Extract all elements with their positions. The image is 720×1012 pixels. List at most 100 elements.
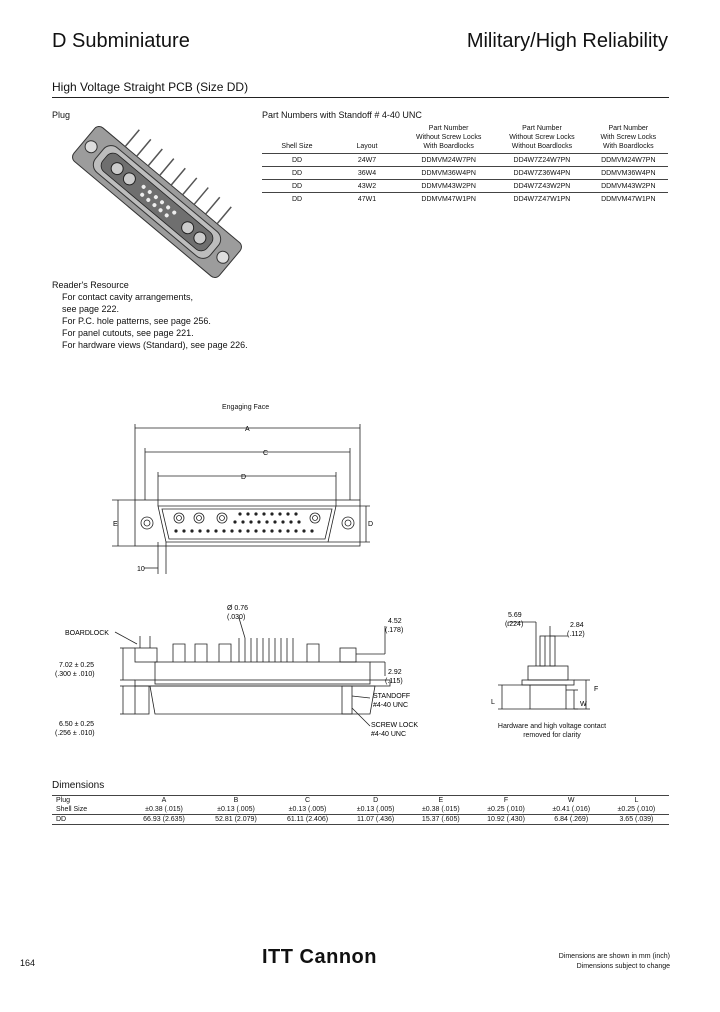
header-left-title: D Subminiature: [52, 30, 190, 52]
table-cell: 47W1: [332, 192, 402, 205]
dim-label-a: A: [245, 426, 250, 433]
label-569-in: (.224): [505, 621, 523, 628]
part-numbers-title: Part Numbers with Standoff # 4-40 UNC: [262, 110, 422, 120]
dim-header-l: L: [603, 795, 669, 805]
pn-header-line: Without Boardlocks: [511, 143, 573, 150]
table-cell: DDMVM43W2PN: [588, 179, 668, 193]
dim-header-w: W: [538, 795, 604, 805]
label-standoff: STANDOFF: [373, 693, 410, 700]
plug-label: Plug: [52, 110, 71, 120]
dim-header-e: E: [408, 795, 474, 805]
pn-header-line: With Screw Locks: [600, 134, 657, 141]
label-650: 6.50 ± 0.25: [59, 721, 94, 728]
label-650-in: (.256 ± .010): [55, 730, 95, 737]
table-cell: DD4W7Z43W2PN: [495, 179, 589, 193]
pn-header-col4: Part Number With Screw Locks With Boardl…: [589, 124, 668, 154]
dim-header-plug: Plug: [52, 795, 128, 805]
label-292: 2.92: [388, 669, 402, 676]
page-number: 164: [20, 958, 36, 968]
table-cell: DD4W7Z24W7PN: [495, 153, 589, 167]
end-view-drawing: 5.69 (.224) 2.84 (.112) F W L: [491, 612, 598, 710]
section-title: High Voltage Straight PCB (Size DD): [52, 80, 249, 94]
table-cell: 10.92 (.430): [473, 814, 539, 825]
engaging-face-drawing: A C D E D 10: [112, 424, 373, 574]
label-702: 7.02 ± 0.25: [59, 662, 94, 669]
table-cell: DD: [262, 153, 332, 167]
label-dia: Ø 0.76: [227, 605, 248, 612]
dim-label-ten: 10: [137, 566, 145, 573]
table-cell: 61.11 (2.406): [271, 814, 344, 825]
pn-header-layout: Layout: [356, 143, 378, 150]
plug-connector-image: [72, 126, 242, 278]
pn-header-line: With Boardlocks: [603, 143, 654, 150]
label-boardlock: BOARDLOCK: [65, 630, 109, 637]
label-dia-in: (.030): [227, 614, 245, 621]
label-452-in: (.178): [385, 627, 403, 634]
dim-subheader: ±0.13 (.005): [356, 806, 395, 813]
pn-header-col2: Part Number Without Screw Locks With Boa…: [402, 124, 495, 154]
table-cell: DDMVM43W2PN: [402, 179, 496, 193]
dim-subheader: ±0.38 (.015): [421, 806, 460, 813]
label-284: 2.84: [570, 622, 584, 629]
table-cell: DDMVM24W7PN: [402, 153, 496, 167]
footer-note-line: Dimensions subject to change: [576, 963, 670, 970]
hardware-note-line: Hardware and high voltage contact: [497, 723, 607, 730]
dim-header-a: A: [128, 795, 200, 805]
table-cell: DD: [52, 814, 128, 825]
table-cell: 15.37 (.605): [408, 814, 474, 825]
label-standoff-spec: #4-40 UNC: [373, 702, 408, 709]
dim-header-c: C: [271, 795, 344, 805]
pn-header-col3: Part Number Without Screw Locks Without …: [495, 124, 588, 154]
table-row: DD 47W1 DDMVM47W1PN DD4W7Z47W1PN DDMVM47…: [262, 192, 668, 205]
resource-item: see page 222.: [62, 304, 120, 314]
footer-note-line: Dimensions are shown in mm (inch): [558, 953, 670, 960]
pn-header-line: Part Number: [522, 125, 562, 132]
dim-header-f: F: [473, 795, 539, 805]
label-screwlock: SCREW LOCK: [371, 722, 418, 729]
pn-header-line: Without Screw Locks: [509, 134, 575, 141]
table-cell: 43W2: [332, 179, 402, 193]
table-cell: 6.84 (.269): [538, 814, 604, 825]
table-cell: DD4W7Z36W4PN: [495, 166, 589, 180]
resource-title: Reader's Resource: [52, 280, 129, 290]
label-452: 4.52: [388, 618, 402, 625]
table-cell: DD: [262, 166, 332, 180]
dim-label-l: L: [491, 699, 495, 706]
table-row: DD 36W4 DDMVM36W4PN DD4W7Z36W4PN DDMVM36…: [262, 166, 668, 180]
resource-item: For contact cavity arrangements,: [62, 292, 194, 302]
dim-label-d-top: D: [241, 474, 246, 481]
table-cell: 52.81 (2.079): [199, 814, 272, 825]
dim-subheader: ±0.38 (.015): [145, 806, 183, 813]
dim-label-e: E: [113, 521, 118, 528]
label-292-in: (.115): [385, 678, 403, 685]
table-row: DD 43W2 DDMVM43W2PN DD4W7Z43W2PN DDMVM43…: [262, 179, 668, 193]
table-cell: 36W4: [332, 166, 402, 180]
dim-header-d: D: [343, 795, 409, 805]
label-702-in: (.300 ± .010): [55, 671, 95, 678]
dimensions-title: Dimensions: [52, 780, 105, 791]
table-cell: DD: [262, 179, 332, 193]
dim-subheader: ±0.41 (.016): [552, 806, 591, 813]
table-cell: DDMVM47W1PN: [402, 192, 496, 205]
table-row: DD 66.93 (2.635) 52.81 (2.079) 61.11 (2.…: [52, 814, 669, 825]
pn-header-line: With Boardlocks: [423, 143, 474, 150]
pn-header-shell-size: Shell Size: [281, 143, 313, 150]
table-cell: 24W7: [332, 153, 402, 167]
dim-label-d: D: [368, 521, 373, 528]
dim-subheader: ±0.25 (.010): [487, 806, 525, 813]
table-cell: DD4W7Z47W1PN: [495, 192, 589, 205]
engaging-face-title: Engaging Face: [222, 404, 270, 411]
table-cell: DDMVM36W4PN: [588, 166, 668, 180]
table-cell: 3.65 (.039): [603, 814, 669, 825]
dim-label-f: F: [594, 686, 598, 693]
dim-subheader: Shell Size: [56, 806, 88, 813]
dim-subheader: ±0.13 (.005): [217, 806, 255, 813]
dim-subheader: ±0.25 (.010): [617, 806, 656, 813]
label-569: 5.69: [508, 612, 522, 619]
resource-item: For P.C. hole patterns, see page 256.: [62, 316, 211, 326]
dim-label-c: C: [263, 450, 268, 457]
brand-logo: ITT Cannon: [262, 946, 377, 968]
table-cell: DDMVM24W7PN: [588, 153, 668, 167]
table-cell: DDMVM36W4PN: [402, 166, 496, 180]
label-284-in: (.112): [567, 631, 585, 638]
